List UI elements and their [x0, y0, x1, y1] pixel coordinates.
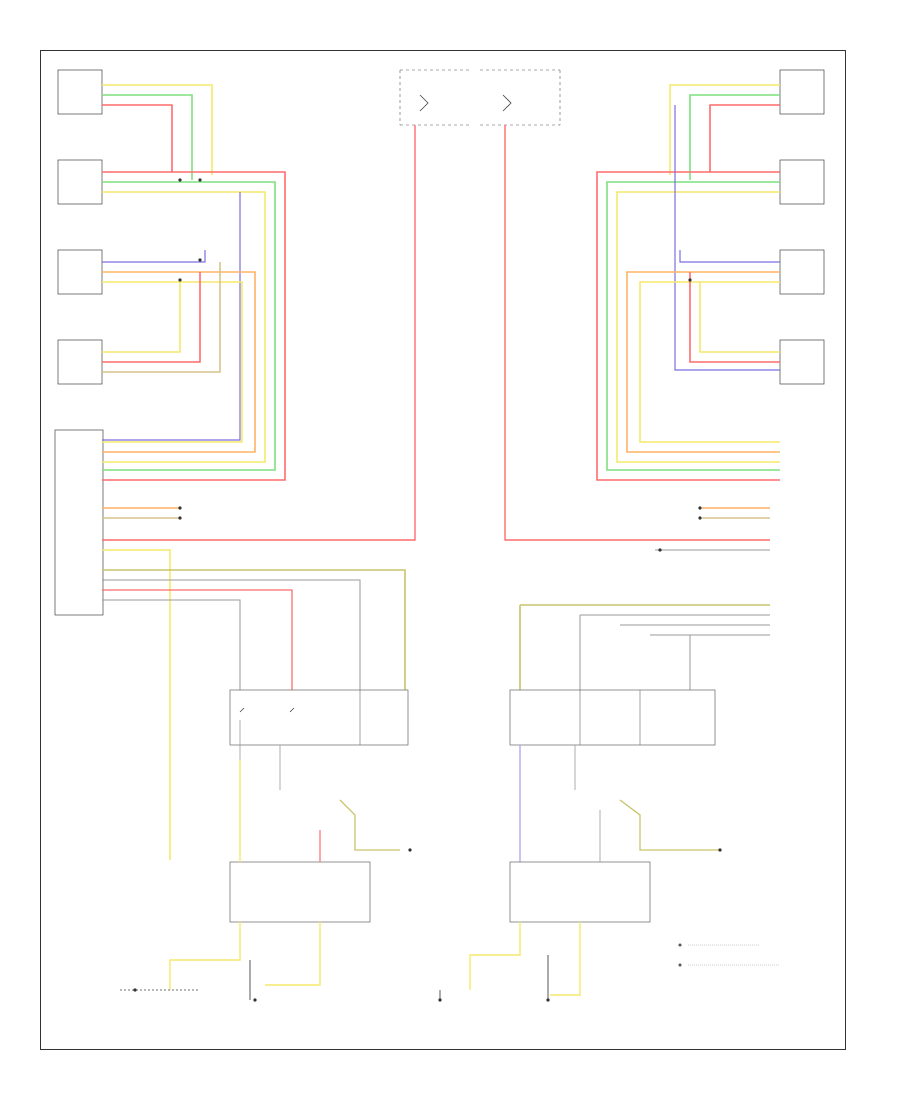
left-wiring [102, 84, 416, 860]
right-connector-4 [779, 339, 825, 385]
left-module [54, 429, 104, 616]
right-connector-2 [779, 159, 825, 205]
left-top-connector [57, 69, 103, 115]
legend [678, 943, 780, 967]
right-fuse [480, 69, 561, 126]
left-connector-2 [57, 159, 103, 205]
splice-dots [133, 178, 722, 1002]
right-lower-switch [439, 799, 720, 1000]
left-seat-switch [229, 689, 409, 790]
left-connector-4 [57, 339, 103, 385]
right-top-connector [779, 69, 825, 115]
left-connector-3 [57, 249, 103, 295]
right-connector-3 [779, 249, 825, 295]
right-seat-switch [509, 689, 716, 862]
left-fuse [399, 69, 470, 126]
diagram-frame [40, 50, 846, 1050]
left-lower-switch [120, 760, 400, 1000]
right-wiring [504, 84, 780, 690]
